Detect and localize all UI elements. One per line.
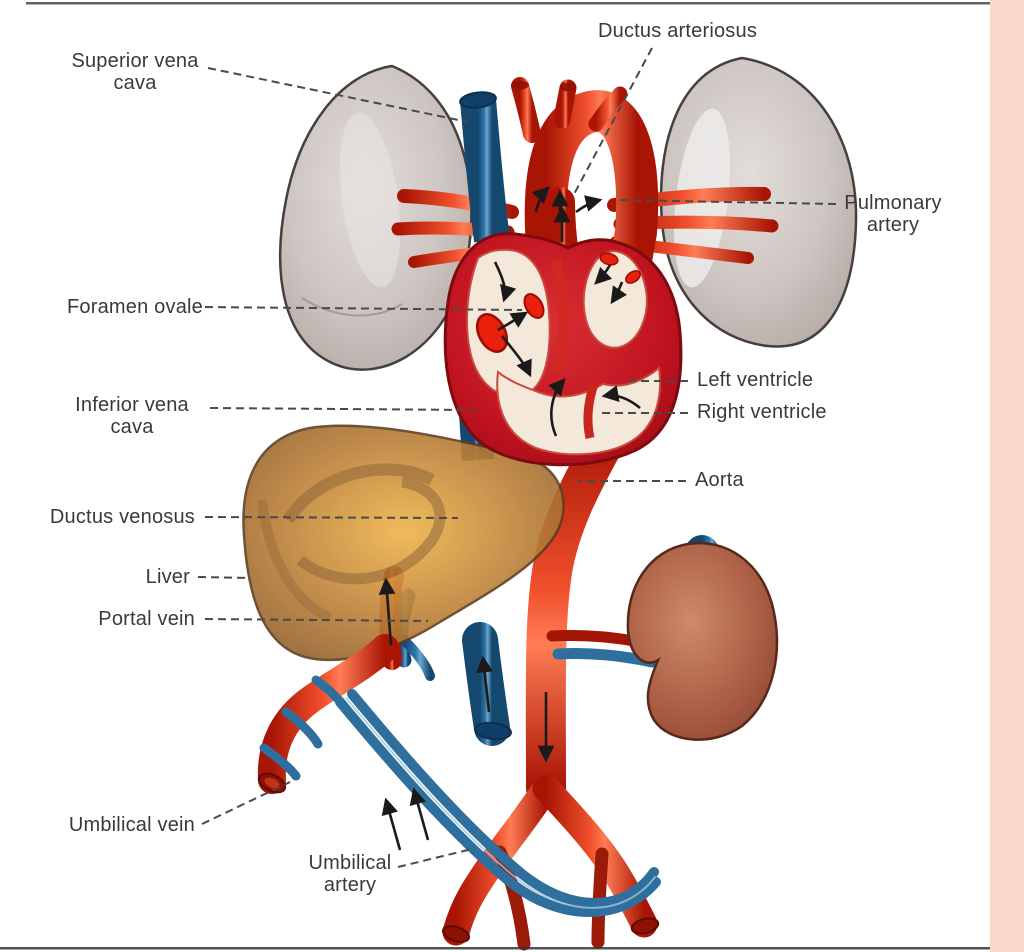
- label-umbilical-artery: Umbilical artery: [308, 852, 392, 897]
- label-liver: Liver: [145, 566, 190, 588]
- liver-organ: [242, 424, 565, 662]
- superior-vena-cava-vessel: [459, 91, 510, 243]
- leader-pulmonary-artery: [615, 199, 837, 205]
- label-aorta: Aorta: [695, 469, 744, 491]
- leader-umbilical-artery: [397, 848, 473, 868]
- flow-arrows: [378, 186, 641, 851]
- label-inferior-vena-cava: Inferior vena cava: [75, 394, 189, 439]
- leader-liver: [197, 576, 251, 579]
- left-lung: [278, 64, 473, 371]
- leader-portal-vein: [204, 618, 429, 622]
- leader-ductus-arteriosus: [571, 47, 653, 199]
- label-umbilical-vein: Umbilical vein: [68, 814, 195, 836]
- label-ductus-arteriosus: Ductus arteriosus: [598, 20, 758, 42]
- umbilical-arteries: [335, 689, 661, 917]
- label-left-ventricle: Left ventricle: [697, 369, 814, 391]
- right-page-strip: [990, 0, 1024, 952]
- left-atrium-chamber: [582, 249, 648, 349]
- top-rule: [26, 2, 990, 5]
- label-superior-vena-cava: Superior vena cava: [71, 50, 199, 95]
- label-foramen-ovale: Foramen ovale: [67, 296, 203, 318]
- label-right-ventricle: Right ventricle: [697, 401, 827, 423]
- leader-ductus-venosus: [204, 516, 459, 519]
- leader-superior-vena-cava: [207, 67, 469, 123]
- leader-foramen-ovale: [204, 306, 523, 311]
- bottom-rule: [0, 947, 1024, 950]
- leader-umbilical-vein: [201, 781, 291, 825]
- label-ductus-venosus: Ductus venosus: [49, 506, 195, 528]
- label-portal-vein: Portal vein: [98, 608, 195, 630]
- leader-inferior-vena-cava: [209, 407, 477, 411]
- leader-lines: [197, 47, 837, 868]
- heart: [443, 232, 683, 467]
- label-pulmonary-artery: Pulmonary artery: [844, 192, 942, 237]
- kidney: [626, 541, 779, 741]
